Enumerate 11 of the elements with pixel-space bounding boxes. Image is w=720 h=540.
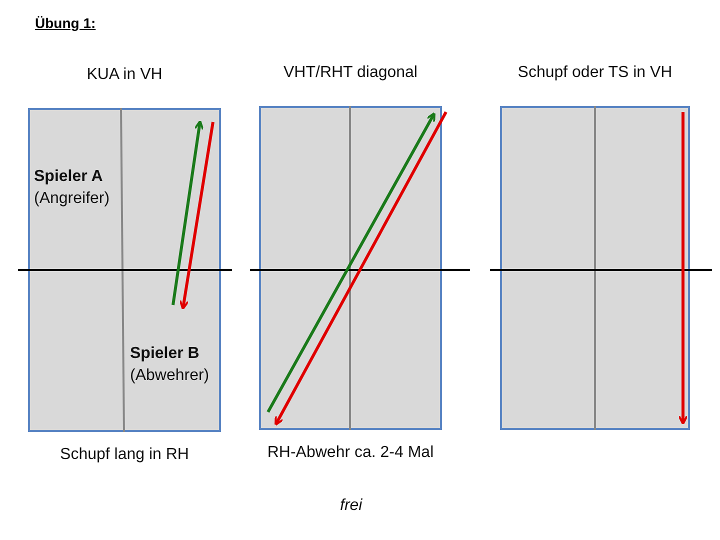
table-heading: VHT/RHT diagonal bbox=[282, 64, 418, 82]
player-label: Spieler B bbox=[130, 345, 200, 363]
title: Übung 1: bbox=[35, 15, 96, 31]
table-caption: Schupf lang in RH bbox=[59, 446, 190, 464]
note-text: frei bbox=[340, 497, 362, 515]
player-label: Spieler A bbox=[34, 168, 103, 186]
table-heading: Schupf oder TS in VH bbox=[516, 64, 674, 82]
player-label: (Angreifer) bbox=[34, 190, 110, 208]
table-caption: RH-Abwehr ca. 2-4 Mal bbox=[266, 444, 435, 462]
table-heading: KUA in VH bbox=[86, 66, 164, 84]
player-label: (Abwehrer) bbox=[130, 367, 210, 385]
